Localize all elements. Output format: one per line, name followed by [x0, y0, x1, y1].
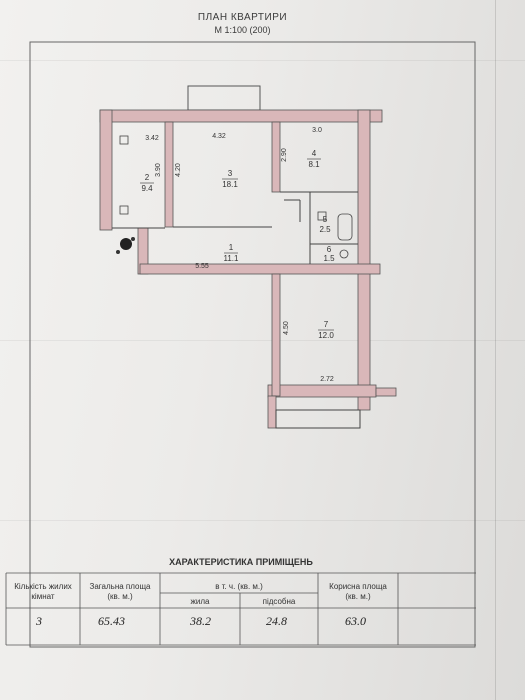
paper-edge [495, 0, 496, 700]
value-rooms: 3 [36, 614, 42, 628]
header-auxiliary: підсобна [262, 597, 296, 606]
toilet-icon [339, 249, 349, 259]
room-area: 11.1 [224, 254, 240, 263]
room-area: 9.4 [141, 184, 153, 193]
header-living: жила [190, 597, 210, 606]
room-number: 4 [312, 149, 317, 158]
walls [99, 109, 397, 429]
plan-scale: М 1:100 (200) [214, 25, 271, 35]
paper-crease [0, 340, 525, 341]
room-area: 8.1 [308, 160, 320, 169]
value-auxiliary: 24.8 [266, 614, 287, 628]
room-number: 2 [145, 173, 150, 182]
value-useful-area: 63.0 [345, 614, 366, 628]
room-number: 5 [323, 215, 328, 224]
value-total-area: 65.43 [98, 614, 125, 628]
bathtub-icon [337, 213, 353, 241]
dimension-label: 5.55 [195, 263, 209, 270]
table-caption: ХАРАКТЕРИСТИКА ПРИМІЩЕНЬ [169, 557, 313, 567]
room-area: 2.5 [319, 225, 331, 234]
value-living: 38.2 [190, 614, 211, 628]
characteristics-table: ХАРАКТЕРИСТИКА ПРИМІЩЕНЬ [6, 557, 476, 647]
room-number: 3 [228, 169, 233, 178]
dimension-label: 3.0 [312, 127, 322, 134]
dimension-label: 3.42 [145, 135, 159, 142]
dimension-label: 4.50 [283, 321, 290, 335]
ink-stamp [120, 238, 132, 250]
sink-icon [119, 205, 129, 215]
dimension-label: 2.72 [320, 376, 334, 383]
header-total-area: Загальна площа (кв. м.) [89, 582, 151, 601]
header-rooms: Кількість жилих кімнат [14, 582, 72, 601]
washbasin-icon [317, 211, 327, 221]
fixtures [119, 135, 353, 259]
dimension-label: 2.90 [281, 148, 288, 162]
room-number: 6 [327, 245, 332, 254]
header-useful-area: Корисна площа (кв. м.) [329, 582, 387, 601]
dimension-label: 3.90 [155, 163, 162, 177]
plan-title: ПЛАН КВАРТИРИ [197, 12, 288, 23]
paper-crease [0, 520, 525, 521]
header-including: в т. ч. (кв. м.) [215, 582, 263, 591]
table-grid [5, 572, 476, 646]
room-area: 18.1 [222, 180, 238, 189]
paper-crease [0, 60, 525, 61]
partitions [112, 191, 361, 429]
room-number: 1 [229, 243, 234, 252]
room-number: 7 [324, 320, 329, 329]
room-area: 1.5 [323, 254, 335, 263]
dimension-label: 4.32 [212, 133, 226, 140]
drawing-frame [29, 41, 476, 648]
dimension-label: 4.20 [175, 163, 182, 177]
balcony [187, 85, 261, 111]
stove-icon [119, 135, 129, 145]
room-area: 12.0 [318, 331, 334, 340]
